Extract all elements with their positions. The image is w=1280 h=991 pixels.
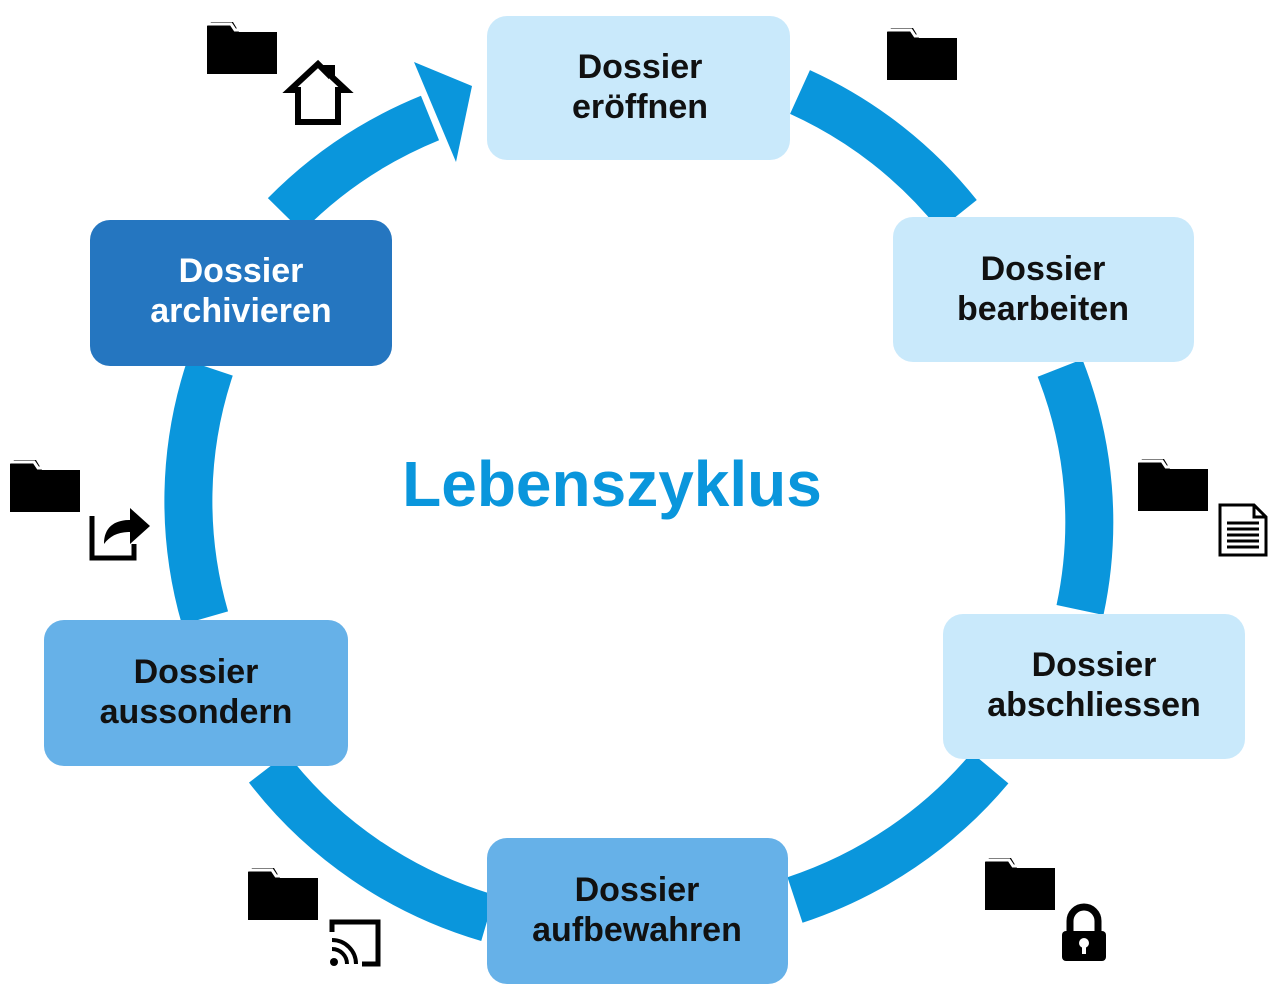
folder-icon (246, 866, 320, 922)
step-archive: Dossier archivieren (90, 220, 392, 366)
step-close-line2: abschliessen (987, 686, 1201, 724)
step-segregate: Dossier aussondern (44, 620, 348, 766)
step-store-line1: Dossier (575, 871, 700, 909)
step-edit: Dossier bearbeiten (893, 217, 1194, 362)
lock-icon (1062, 903, 1106, 961)
cast-icon (329, 919, 381, 967)
step-store: Dossier aufbewahren (487, 838, 788, 984)
cycle-ring (164, 62, 1114, 942)
step-segregate-line1: Dossier (134, 653, 259, 691)
step-edit-line2: bearbeiten (957, 290, 1129, 328)
step-close-line1: Dossier (1032, 646, 1157, 684)
ring-segment-edit-close (1037, 359, 1114, 616)
step-open: Dossier eröffnen (487, 16, 790, 160)
step-close: Dossier abschliessen (943, 614, 1245, 759)
step-open-line2: eröffnen (572, 88, 708, 126)
folder-icon (885, 26, 959, 82)
home-icon (282, 59, 354, 125)
share-icon (89, 508, 150, 561)
cycle-arrowhead (414, 62, 472, 162)
ring-segment-store-segregate (248, 753, 495, 942)
step-store-line2: aufbewahren (532, 911, 742, 949)
step-archive-line1: Dossier (179, 252, 304, 290)
folder-icon (1136, 457, 1210, 513)
step-segregate-line2: aussondern (100, 693, 293, 731)
diagram-title: Lebenszyklus (402, 448, 822, 520)
ring-segment-open-edit (789, 70, 977, 231)
step-archive-line2: archivieren (150, 292, 331, 330)
folder-icon (205, 20, 279, 76)
step-edit-line1: Dossier (981, 250, 1106, 288)
step-open-line1: Dossier (578, 48, 703, 86)
ring-segment-archive-open (267, 95, 440, 233)
document-icon (1218, 503, 1268, 557)
ring-segment-segregate-archive (164, 360, 233, 625)
ring-segment-close-store (787, 752, 1009, 923)
folder-icon (983, 856, 1057, 912)
folder-icon (8, 458, 82, 514)
